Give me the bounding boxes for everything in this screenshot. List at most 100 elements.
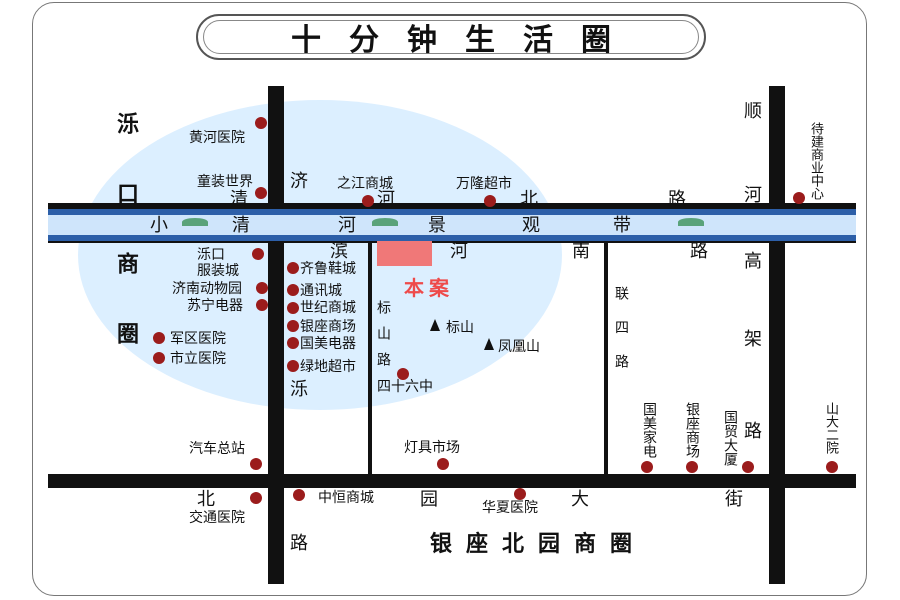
river-label-6: 带 (613, 215, 631, 236)
poi-school46: 四十六中 (377, 379, 433, 395)
poi-wanlong: 万隆超市 (456, 176, 512, 192)
road-label-lu-hebei: 路 (668, 189, 686, 210)
road-label-beiyuan-bei: 北 (197, 489, 215, 510)
road-label-liansi: 联四路 (613, 286, 629, 388)
river-label-1: 小 (150, 215, 168, 236)
poi-yinzuo-1: 银座商场 (300, 319, 356, 335)
road-label-ji: 济 (290, 171, 308, 192)
road-label-da: 大 (571, 489, 589, 510)
poi-marker (686, 461, 698, 473)
road-label-biaoshan: 标山路 (375, 300, 391, 378)
poi-tongxun: 通讯城 (300, 283, 342, 299)
poi-dengju: 灯具市场 (404, 440, 460, 456)
road-label-qing: 清 (230, 189, 248, 210)
road-biaoshan (368, 236, 372, 478)
poi-qiche: 汽车总站 (189, 441, 245, 457)
title-banner (196, 14, 706, 60)
road-label-gao: 高 (744, 251, 762, 272)
road-label-jia: 架 (744, 329, 762, 350)
poi-marker (287, 360, 299, 372)
project-site-label: 本案 (404, 276, 454, 300)
poi-marker (250, 492, 262, 504)
poi-marker (484, 195, 496, 207)
poi-marker (287, 320, 299, 332)
poi-zoo: 济南动物园 (172, 281, 242, 297)
boat-icon (182, 218, 208, 226)
poi-huaxia: 华夏医院 (482, 500, 538, 516)
poi-guomei-1: 国美电器 (300, 336, 356, 352)
poi-marker (287, 262, 299, 274)
road-jiluo (268, 86, 284, 584)
xiaoqing-river (48, 209, 856, 241)
poi-guomao: 国贸大厦 (722, 410, 738, 466)
poi-luokou-2: 服装城 (197, 263, 239, 279)
road-label-lu-binhe: 路 (690, 241, 708, 262)
poi-fenghuang: 凤凰山 (498, 339, 540, 355)
road-label-jie: 街 (725, 489, 743, 510)
project-site-marker (377, 241, 432, 266)
road-label-lu-shunhe: 路 (744, 421, 762, 442)
road-label-lu-left: 路 (290, 533, 308, 554)
map-title: 十分钟生活圈 (291, 23, 639, 58)
river-label-3: 河 (338, 215, 356, 236)
boat-icon (372, 218, 398, 226)
road-liansi (604, 236, 608, 478)
road-label-shunhe-he: 河 (744, 185, 762, 206)
poi-marker (256, 299, 268, 311)
poi-shili: 市立医院 (170, 351, 226, 367)
poi-marker (255, 117, 267, 129)
poi-zhijiang: 之江商城 (337, 176, 393, 192)
poi-marker (641, 461, 653, 473)
road-beiyuan (48, 474, 856, 488)
poi-marker (742, 461, 754, 473)
poi-marker (252, 248, 264, 260)
poi-marker (437, 458, 449, 470)
mountain-icon (484, 338, 494, 350)
poi-marker (250, 458, 262, 470)
road-label-he: 河 (377, 189, 395, 210)
poi-shiji: 世纪商城 (300, 300, 356, 316)
poi-marker (287, 337, 299, 349)
poi-marker (256, 282, 268, 294)
poi-marker (362, 195, 374, 207)
road-label-nan: 南 (572, 241, 590, 262)
beiyuan-circle-label: 银座北园商圈 (430, 531, 647, 557)
road-label-yuan: 园 (420, 489, 438, 510)
river-label-5: 观 (522, 215, 540, 236)
poi-jiaotong: 交通医院 (189, 510, 245, 526)
poi-daijian: 待建商业中心 (808, 122, 823, 200)
poi-qilu: 齐鲁鞋城 (300, 261, 356, 277)
poi-tongzhuang: 童装世界 (197, 174, 253, 190)
river-label-4: 景 (428, 215, 446, 236)
poi-marker (255, 187, 267, 199)
poi-luokou-1: 泺口 (197, 247, 225, 263)
road-label-bin: 滨 (330, 241, 348, 262)
poi-marker (153, 332, 165, 344)
poi-marker (793, 192, 805, 204)
poi-suning: 苏宁电器 (187, 298, 243, 314)
luokou-circle-1: 泺口商圈 (113, 112, 139, 392)
poi-biaoshan: 标山 (446, 320, 474, 336)
poi-shanda: 山大二院 (823, 402, 838, 454)
poi-zhongheng: 中恒商城 (318, 490, 374, 506)
mountain-icon (430, 319, 440, 331)
road-label-shun: 顺 (744, 101, 762, 122)
poi-guomei-2: 国美家电 (641, 402, 657, 458)
poi-marker (514, 488, 526, 500)
road-label-luo: 泺 (290, 379, 308, 400)
road-hebei (48, 203, 856, 209)
road-shunhe-elevated (769, 86, 785, 584)
boat-icon (678, 218, 704, 226)
map-frame (32, 2, 867, 596)
poi-marker (293, 489, 305, 501)
poi-marker (153, 352, 165, 364)
poi-marker (826, 461, 838, 473)
poi-marker (287, 302, 299, 314)
poi-huanghe-hospital: 黄河医院 (189, 130, 245, 146)
river-label-2: 清 (232, 215, 250, 236)
poi-junqu: 军区医院 (170, 331, 226, 347)
poi-marker (397, 368, 409, 380)
poi-lvdi: 绿地超市 (300, 359, 356, 375)
poi-marker (287, 284, 299, 296)
road-label-bei: 北 (520, 189, 538, 210)
